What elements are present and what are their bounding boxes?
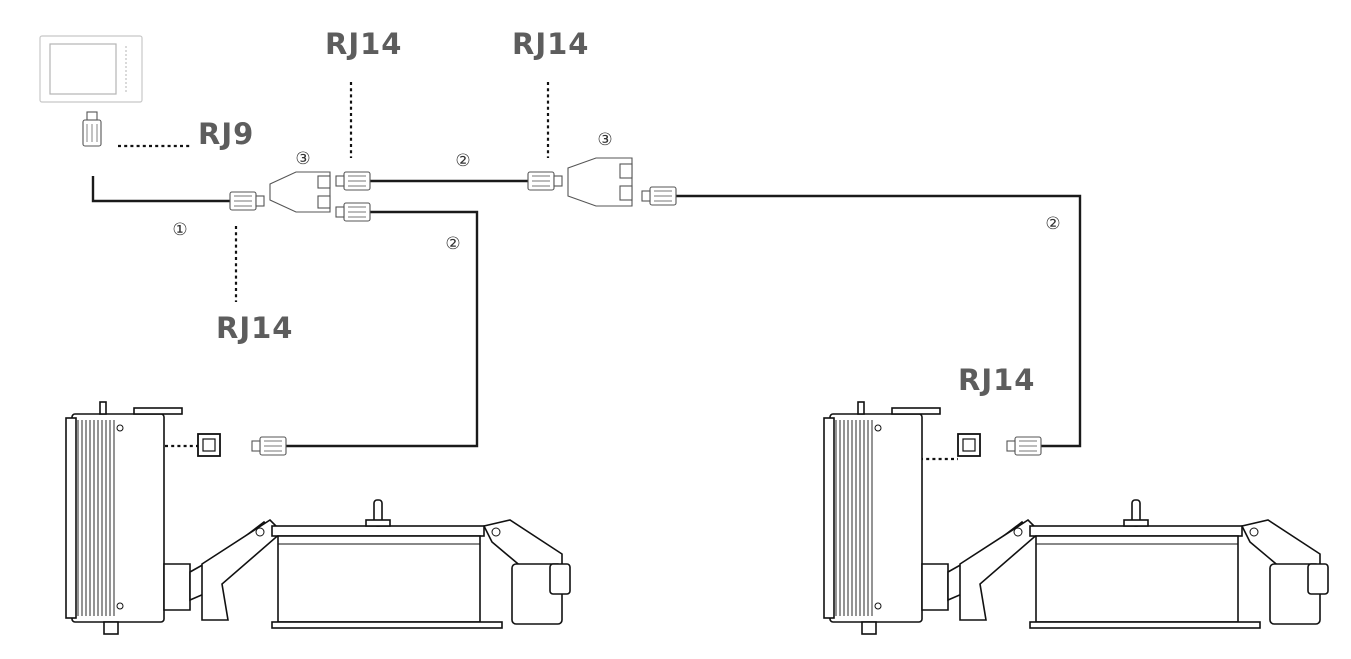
rj14-plug-left-bottom-icon bbox=[335, 202, 371, 222]
marker-splitter-3-left: ③ bbox=[295, 149, 310, 169]
marker-splitter-3-right: ③ bbox=[597, 130, 612, 150]
rj14-socket-right-icon bbox=[957, 433, 981, 457]
rj14-plug-right-fixture-icon bbox=[1006, 436, 1042, 456]
fixture-right bbox=[823, 401, 1329, 635]
fixture-left bbox=[65, 401, 571, 635]
label-rj9: RJ9 bbox=[198, 117, 254, 151]
rj14-plug-first-icon bbox=[229, 191, 265, 211]
rj14-plug-mid-icon bbox=[527, 171, 563, 191]
rj14-plug-right-out-icon bbox=[641, 186, 677, 206]
controller-unit bbox=[39, 35, 143, 103]
rj14-socket-left-icon bbox=[197, 433, 221, 457]
label-rj14-top-left: RJ14 bbox=[325, 27, 402, 61]
cable-network bbox=[91, 176, 1082, 448]
label-rj14-top-right: RJ14 bbox=[512, 27, 589, 61]
splitter-right-icon bbox=[567, 157, 633, 207]
rj9-plug-icon bbox=[82, 111, 102, 147]
label-rj14-bottom-left: RJ14 bbox=[216, 311, 293, 345]
rj14-plug-left-top-icon bbox=[335, 171, 371, 191]
marker-cable-2-left: ② bbox=[445, 234, 460, 254]
rj14-plug-left-fixture-icon bbox=[251, 436, 287, 456]
splitter-left-icon bbox=[269, 171, 331, 213]
leader-lines bbox=[118, 82, 958, 461]
label-rj14-right: RJ14 bbox=[958, 363, 1035, 397]
marker-cable-2-top: ② bbox=[455, 151, 470, 171]
marker-cable-2-right: ② bbox=[1045, 214, 1060, 234]
marker-cable-1: ① bbox=[172, 220, 187, 240]
